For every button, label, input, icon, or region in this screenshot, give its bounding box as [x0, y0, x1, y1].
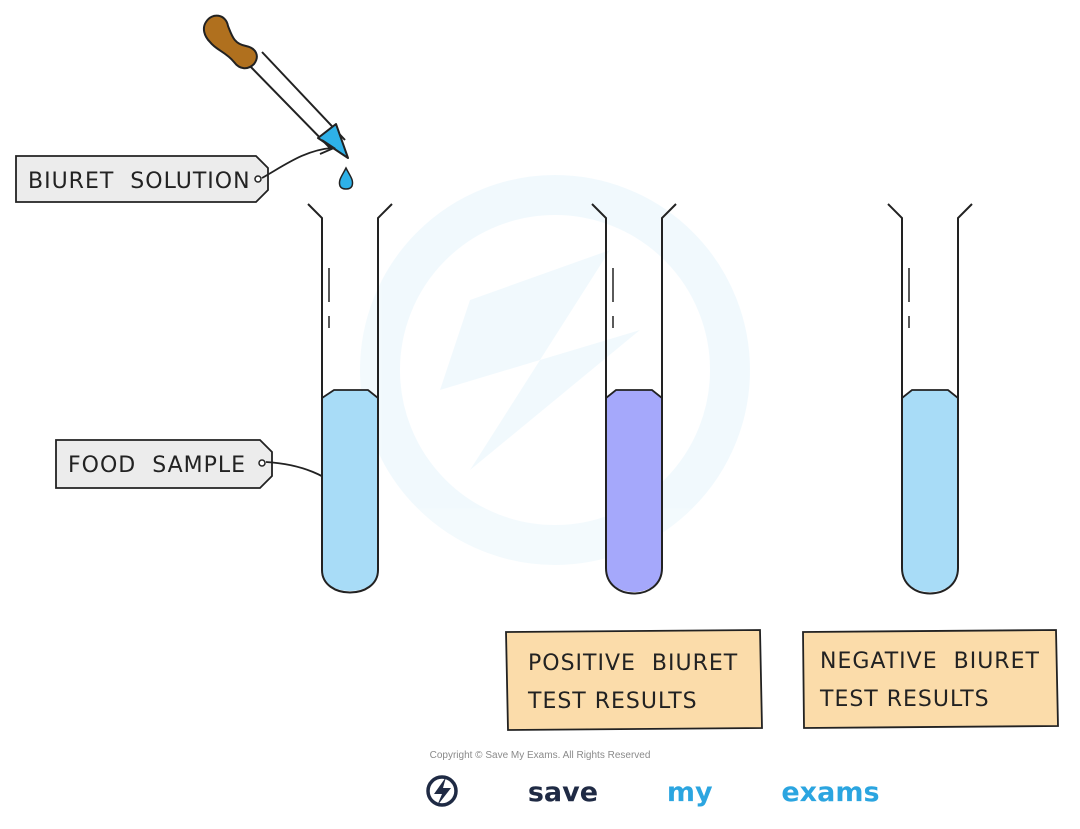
biuret-solution-tag: BIURET SOLUTION [15, 139, 336, 203]
tube-liquid [322, 390, 378, 591]
food-sample-label: FOOD SAMPLE [68, 453, 246, 478]
brand-exams: exams [781, 777, 879, 808]
lightning-bolt-icon [426, 775, 458, 807]
test-tube-food-sample [307, 203, 393, 594]
biuret-solution-label: BIURET SOLUTION [28, 169, 251, 194]
test-tube-negative [887, 203, 973, 595]
tube-liquid [606, 390, 662, 592]
watermark-logo [360, 175, 750, 565]
positive-result-line2: TEST RESULTS [527, 689, 698, 714]
negative-result-line1: NEGATIVE BIURET [820, 649, 1040, 674]
svg-text:save my exams: save my exams [462, 777, 927, 808]
negative-result-line2: TEST RESULTS [819, 687, 990, 712]
pipette-icon [202, 14, 349, 159]
positive-result-box: POSITIVE BIURET TEST RESULTS [505, 629, 763, 731]
biuret-arrow [261, 147, 333, 179]
tube-liquid [902, 390, 958, 592]
copyright-text: Copyright © Save My Exams. All Rights Re… [430, 750, 651, 761]
food-sample-tag: FOOD SAMPLE [55, 439, 349, 500]
brand-my: my [667, 777, 713, 808]
biuret-drop [338, 166, 354, 190]
positive-result-line1: POSITIVE BIURET [528, 651, 738, 676]
test-tube-positive [591, 203, 677, 595]
dropper-bulb [202, 14, 258, 70]
brand-logo: save my exams [426, 775, 927, 808]
negative-result-box: NEGATIVE BIURET TEST RESULTS [802, 629, 1059, 729]
brand-save: save [528, 777, 598, 808]
